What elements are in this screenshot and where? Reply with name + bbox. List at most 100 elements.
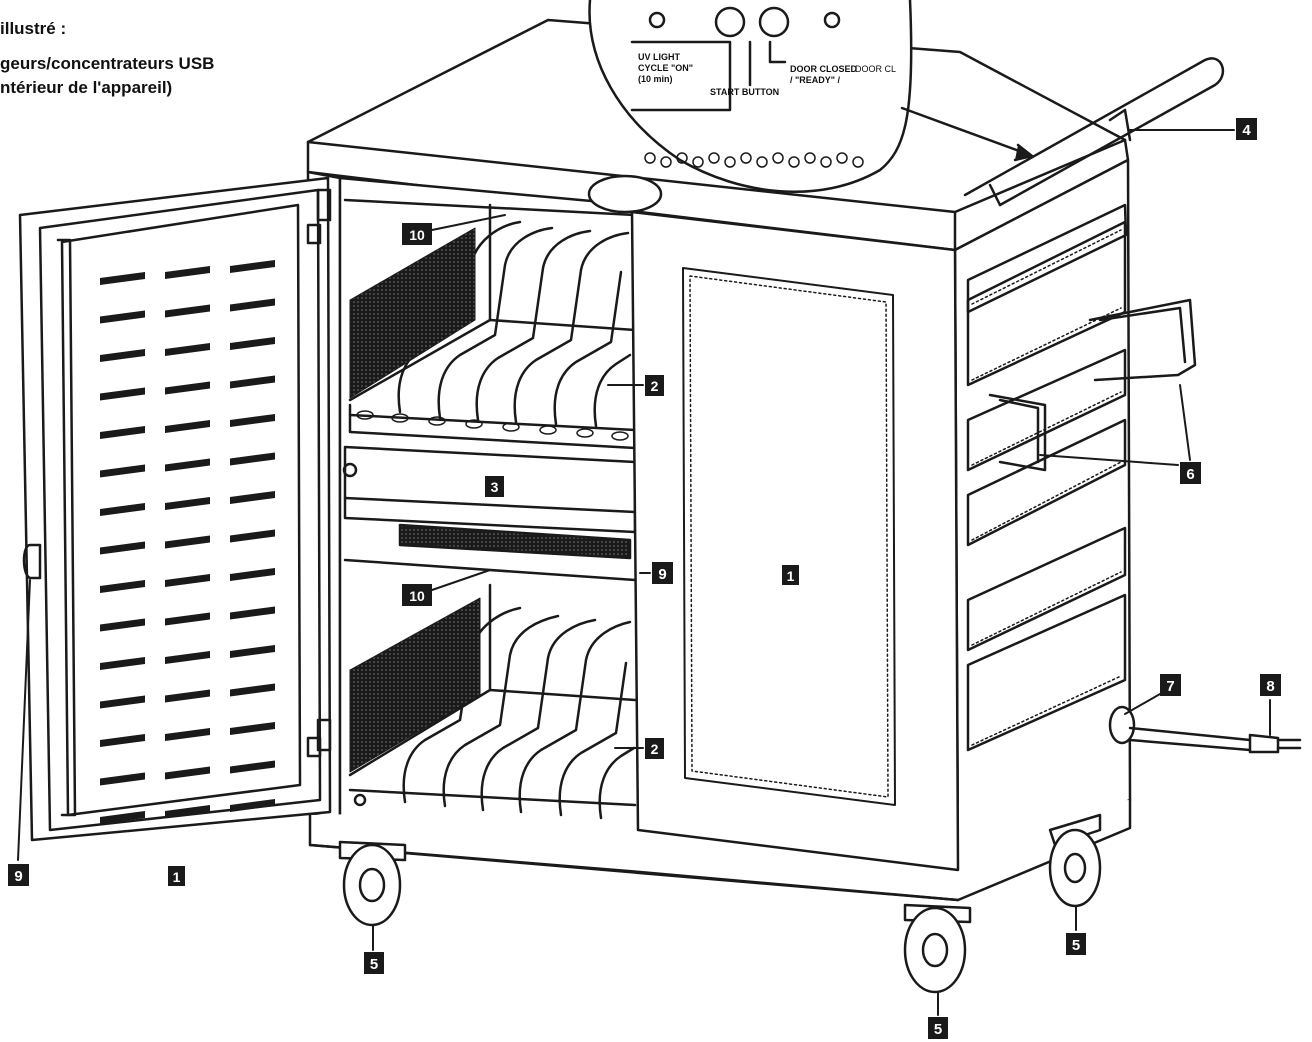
door-vent-slot bbox=[100, 387, 145, 401]
inset-door-label-overflow: DOOR CL bbox=[855, 64, 896, 74]
svg-text:5: 5 bbox=[370, 956, 378, 973]
door-vent-slot bbox=[230, 722, 275, 735]
lower-wall-vent bbox=[349, 597, 481, 773]
door-vent-slot bbox=[230, 645, 275, 658]
door-vent-slot bbox=[165, 535, 210, 549]
door-vent-slot bbox=[230, 760, 275, 774]
svg-text:1: 1 bbox=[173, 869, 181, 885]
svg-text:3: 3 bbox=[491, 479, 499, 495]
door-vent-slot bbox=[165, 420, 210, 433]
inset-uv-label-2: CYCLE "ON" bbox=[638, 63, 693, 73]
door-vent-slot bbox=[165, 381, 210, 395]
door-vent-slot bbox=[100, 464, 145, 478]
right-door-closed bbox=[630, 210, 960, 872]
power-cord bbox=[1108, 705, 1302, 754]
inset-uv-label-3: (10 min) bbox=[638, 74, 673, 84]
door-vent-slot bbox=[230, 375, 275, 389]
svg-text:5: 5 bbox=[1072, 937, 1080, 954]
upper-compartment bbox=[343, 198, 637, 450]
svg-text:9: 9 bbox=[14, 868, 22, 885]
left-door-latch bbox=[22, 543, 42, 580]
upper-port-row bbox=[356, 410, 629, 441]
door-vent-slot bbox=[100, 811, 145, 824]
control-panel-inset bbox=[588, 0, 1034, 193]
callout-5-right: 5 bbox=[1066, 933, 1086, 955]
door-vent-slot bbox=[165, 766, 210, 780]
svg-text:4: 4 bbox=[1242, 122, 1251, 139]
door-vent-slot bbox=[100, 618, 145, 632]
callout-5-center: 5 bbox=[928, 1017, 948, 1039]
svg-text:2: 2 bbox=[651, 378, 659, 394]
svg-text:1: 1 bbox=[787, 568, 795, 584]
start-button-dome bbox=[587, 174, 663, 214]
callout-1-door-right: 1 bbox=[782, 565, 799, 585]
door-vent-slot bbox=[165, 266, 210, 279]
upper-wall-vent bbox=[349, 227, 476, 399]
side-vent-borders bbox=[971, 229, 1122, 746]
door-vent-slot bbox=[100, 580, 145, 593]
door-vent-slot bbox=[165, 497, 210, 510]
inset-door-label-2: / "READY" / bbox=[790, 75, 841, 85]
door-vent-slot bbox=[165, 728, 210, 741]
door-hinges bbox=[306, 188, 332, 758]
svg-text:8: 8 bbox=[1266, 678, 1274, 695]
door-vent-slot bbox=[230, 529, 275, 543]
door-vent-slot bbox=[100, 310, 145, 324]
door-vent-slot bbox=[165, 574, 210, 587]
door-vent-slot bbox=[230, 683, 275, 697]
door-vent-slot bbox=[165, 612, 210, 626]
door-vent-slot bbox=[230, 414, 275, 427]
door-vent-slot bbox=[100, 272, 145, 285]
caster-front-left bbox=[338, 840, 407, 927]
callout-2-upper: 2 bbox=[645, 375, 664, 396]
door-vent-slot bbox=[100, 772, 145, 786]
door-vent-slot bbox=[230, 452, 275, 466]
inset-uv-label-1: UV LIGHT bbox=[638, 52, 681, 62]
door-vent-slot bbox=[230, 799, 275, 812]
svg-text:6: 6 bbox=[1186, 466, 1194, 483]
door-vent-slot bbox=[165, 689, 210, 703]
caster-back-right bbox=[1048, 813, 1102, 908]
callout-9-left-latch: 9 bbox=[8, 864, 29, 886]
door-vent-slot bbox=[165, 304, 210, 318]
header-line-3: ntérieur de l'appareil) bbox=[0, 78, 173, 97]
lower-dividers bbox=[402, 606, 636, 820]
callout-3-drawer: 3 bbox=[485, 476, 504, 497]
caster-front-center bbox=[903, 903, 972, 994]
door-vent-slot bbox=[230, 337, 275, 350]
cord-hooks bbox=[988, 298, 1197, 472]
callout-2-lower: 2 bbox=[645, 738, 664, 759]
callout-labels: 1 1 2 2 3 4 5 5 5 6 7 8 9 9 10 10 bbox=[8, 118, 1281, 1039]
inset-uv-holes bbox=[644, 152, 864, 168]
cart-right-side bbox=[953, 158, 1132, 872]
callout-leaders bbox=[17, 129, 1271, 1016]
door-vent-slot bbox=[100, 541, 145, 555]
svg-text:10: 10 bbox=[409, 227, 425, 243]
door-vent-slot bbox=[100, 657, 145, 670]
door-vent-slot bbox=[230, 568, 275, 581]
door-vent-slot bbox=[165, 651, 210, 664]
callout-8-plug: 8 bbox=[1260, 674, 1281, 696]
push-handle bbox=[963, 57, 1225, 207]
door-vent-slots bbox=[100, 260, 275, 824]
inset-door-label-1: DOOR CLOSED bbox=[790, 64, 858, 74]
door-vent-slot bbox=[100, 734, 145, 747]
svg-text:7: 7 bbox=[1166, 678, 1174, 695]
svg-text:9: 9 bbox=[658, 566, 666, 583]
door-vent-slot bbox=[230, 606, 275, 620]
door-vent-slot bbox=[165, 805, 210, 818]
door-vent-slot bbox=[100, 349, 145, 362]
svg-text:5: 5 bbox=[934, 1021, 942, 1038]
callout-4-handle: 4 bbox=[1236, 118, 1257, 140]
door-vent-slot bbox=[165, 343, 210, 356]
door-vent-slot bbox=[230, 491, 275, 504]
door-vent-slot bbox=[100, 695, 145, 709]
callout-10-upper: 10 bbox=[402, 223, 432, 245]
svg-text:2: 2 bbox=[651, 741, 659, 757]
door-vent-slot bbox=[230, 298, 275, 312]
svg-text:10: 10 bbox=[409, 588, 425, 604]
callout-6-hooks: 6 bbox=[1180, 462, 1201, 484]
callout-7-cord-inlet: 7 bbox=[1160, 674, 1181, 696]
